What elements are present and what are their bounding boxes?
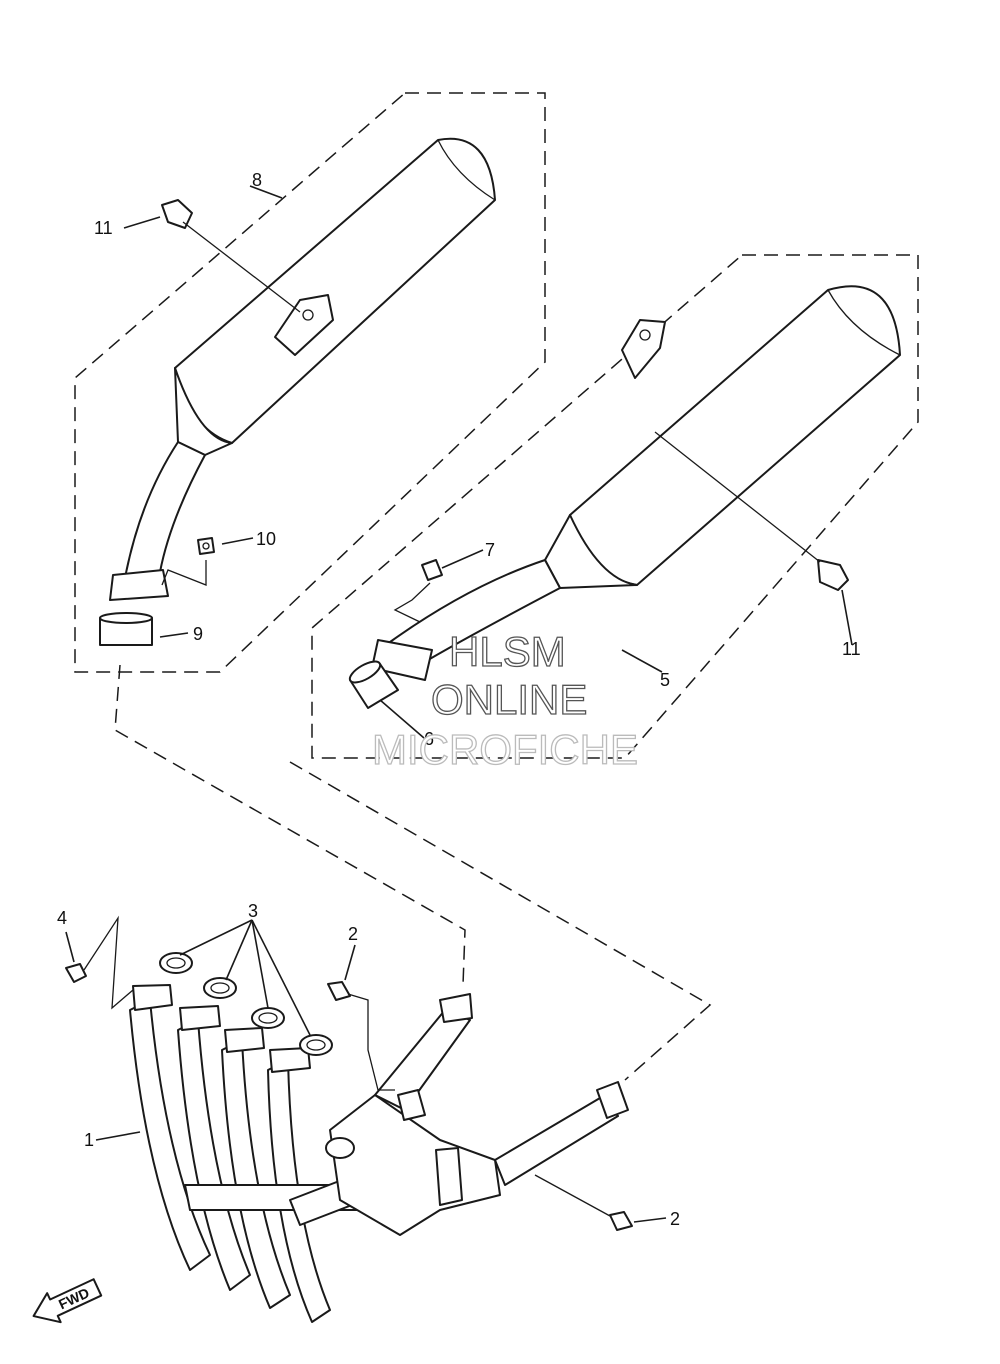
callout-8: 8 xyxy=(252,170,262,190)
gasket-3d[interactable] xyxy=(299,1034,333,1056)
forward-arrow-icon xyxy=(32,1278,103,1324)
connection-line-right xyxy=(289,761,712,1081)
callout-5: 5 xyxy=(660,670,670,690)
callout-6: 6 xyxy=(424,729,434,749)
muffler-left-group-outline xyxy=(74,92,546,673)
watermark-line-3: MICROFICHE xyxy=(372,726,638,773)
gasket-right[interactable] xyxy=(347,657,399,709)
muffler-right-group-outline xyxy=(311,254,919,759)
connection-line-left xyxy=(114,664,466,986)
exhaust-header-assembly[interactable] xyxy=(129,984,629,1323)
bolt-2-lower[interactable] xyxy=(609,1211,633,1231)
callout-9: 9 xyxy=(193,624,203,644)
nut-4[interactable] xyxy=(65,963,87,983)
muffler-right[interactable] xyxy=(371,285,901,681)
callout-3: 3 xyxy=(248,901,258,921)
bolt-7[interactable] xyxy=(421,559,443,581)
bolt-11-upper[interactable] xyxy=(161,199,193,229)
forward-direction-marker: FWD xyxy=(32,1278,103,1324)
callout-1: 1 xyxy=(84,1130,94,1150)
bolt-10[interactable] xyxy=(197,537,215,555)
muffler-left[interactable] xyxy=(109,137,496,601)
callout-4: 4 xyxy=(57,908,67,928)
callout-11-right: 11 xyxy=(842,639,861,659)
callout-11-upper: 11 xyxy=(94,218,113,238)
callout-2-lower: 2 xyxy=(670,1209,680,1229)
watermark-line-1: HLSM xyxy=(449,628,566,675)
gasket-left[interactable] xyxy=(99,612,153,646)
gasket-3b[interactable] xyxy=(203,977,237,999)
bolt-11-right[interactable] xyxy=(817,559,849,591)
bolt-2-upper[interactable] xyxy=(327,981,351,1001)
gasket-3c[interactable] xyxy=(251,1007,285,1029)
callout-7: 7 xyxy=(485,540,495,560)
gasket-3a[interactable] xyxy=(159,952,193,974)
watermark-line-2: ONLINE xyxy=(431,676,587,723)
callout-2-upper: 2 xyxy=(348,924,358,944)
callout-10: 10 xyxy=(256,529,276,549)
